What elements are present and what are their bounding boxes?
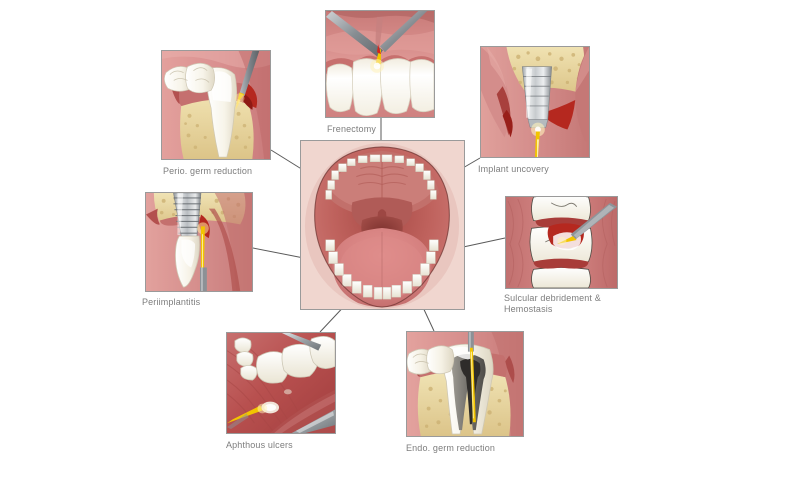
caption-perio-germ-reduction: Perio. germ reduction xyxy=(163,166,253,176)
caption-endo-germ-reduction: Endo. germ reduction xyxy=(406,443,496,453)
panel-endo-germ-reduction[interactable] xyxy=(406,331,524,437)
caption-sulcular-debridement: Sulcular debridement & Hemostasis xyxy=(504,293,601,314)
panel-oral-cavity-center[interactable] xyxy=(300,140,465,310)
caption-aphthous-ulcers: Aphthous ulcers xyxy=(226,440,293,450)
caption-implant-uncovery: Implant uncovery xyxy=(478,164,549,174)
panel-periimplantitis[interactable] xyxy=(145,192,253,292)
panel-perio-germ-reduction[interactable] xyxy=(161,50,271,160)
panel-frenectomy[interactable] xyxy=(325,10,435,118)
caption-periimplantitis: Periimplantitis xyxy=(142,297,201,307)
panel-implant-uncovery[interactable] xyxy=(480,46,590,158)
panel-aphthous-ulcers[interactable] xyxy=(226,332,336,434)
caption-frenectomy: Frenectomy xyxy=(327,124,377,134)
panel-sulcular-debridement[interactable] xyxy=(505,196,618,289)
